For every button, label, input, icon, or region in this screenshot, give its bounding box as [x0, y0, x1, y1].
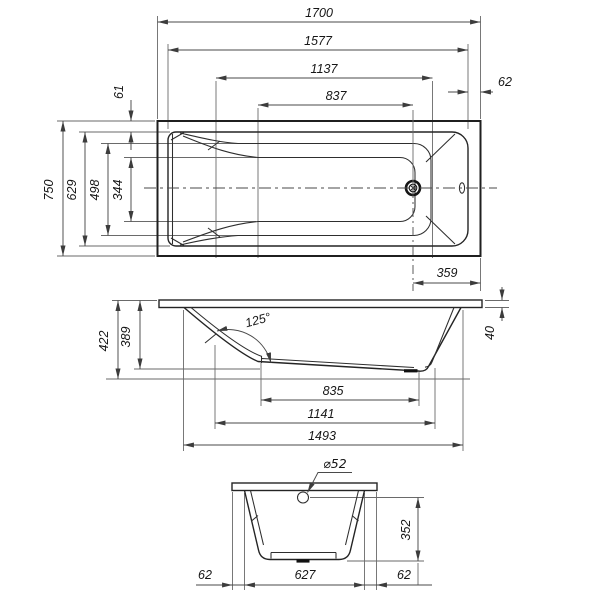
dim-inner-bottom-length: 1141	[215, 407, 435, 426]
dim-inner-depth-end: 352	[399, 497, 421, 561]
dim-inner-rim-width: 629	[65, 132, 88, 246]
dim-basin-width: 498	[88, 143, 111, 236]
dim-bottom-chain: 62 627 62	[196, 568, 432, 588]
dim-label-344: 344	[111, 180, 125, 201]
dim-label-629: 629	[65, 180, 79, 201]
dim-label-125deg: 125°	[244, 310, 273, 330]
dim-overall-width: 750	[42, 120, 66, 256]
dim-inner-depth-side: 389	[119, 300, 143, 369]
side-view-extension-lines	[112, 300, 509, 451]
dim-inner-rim-length: 1577	[168, 34, 468, 53]
dim-label-1137: 1137	[311, 62, 339, 76]
dim-overall-length: 1700	[157, 6, 481, 25]
dim-flat-bottom-length: 835	[261, 384, 419, 403]
angle-arc-125	[216, 325, 272, 364]
dim-rim-profile-height: 40	[483, 287, 505, 340]
rim-profile-side	[158, 299, 483, 309]
end-view-extension-lines	[232, 492, 424, 590]
dim-label-389: 389	[119, 327, 133, 348]
dim-bottom-flat-length: 837	[258, 89, 413, 108]
dim-label-837: 837	[326, 89, 348, 103]
dim-rim-border-right: 62	[448, 75, 512, 95]
tub-basin-edge-top	[167, 131, 469, 247]
dim-label-422: 422	[97, 331, 111, 352]
tub-shell-outer-end	[243, 490, 366, 561]
dim-label-352: 352	[399, 520, 413, 541]
rim-profile-end	[231, 482, 378, 492]
dim-backrest-angle: 125°	[216, 310, 273, 364]
dim-label-62-right-end: 62	[397, 568, 411, 582]
dim-bottom-flat-width: 344	[111, 157, 134, 222]
drain-hole-circle	[296, 491, 310, 504]
dim-label-1493: 1493	[308, 429, 336, 443]
dim-label-1577: 1577	[304, 34, 333, 48]
dim-drain-diameter: ⌀52	[307, 456, 352, 493]
dim-body-length: 1493	[183, 429, 463, 448]
dim-label-750: 750	[42, 180, 56, 201]
dim-label-62-left: 62	[198, 568, 212, 582]
tub-rim-outline-top	[156, 120, 482, 257]
dim-rim-border-top: 61	[112, 85, 134, 150]
top-view-extension-lines	[57, 16, 481, 291]
dim-label-d52: ⌀52	[323, 456, 346, 471]
tub-shell-inner-end	[249, 490, 360, 559]
dim-basin-length: 1137	[216, 62, 433, 81]
end-view: ⌀52 352 62 627 62	[196, 456, 432, 590]
dim-label-40: 40	[483, 326, 497, 340]
dim-label-1700: 1700	[305, 6, 333, 20]
dim-drain-to-edge: 359	[413, 266, 481, 286]
drain-leader-line	[307, 472, 352, 493]
top-view: 1700 1577 1137 837 62 61 750	[42, 6, 512, 291]
dim-label-498: 498	[88, 180, 102, 201]
tub-shell-inner-side	[190, 307, 455, 369]
dim-label-62-right: 62	[498, 75, 512, 89]
dim-overall-height: 422	[97, 300, 121, 379]
dim-label-1141: 1141	[308, 407, 335, 421]
dim-label-835: 835	[323, 384, 344, 398]
side-view: 125° 422 389 835 1141 1493 40	[97, 287, 509, 451]
dim-label-359: 359	[437, 266, 458, 280]
dim-label-61: 61	[112, 85, 126, 99]
dim-label-627: 627	[295, 568, 317, 582]
